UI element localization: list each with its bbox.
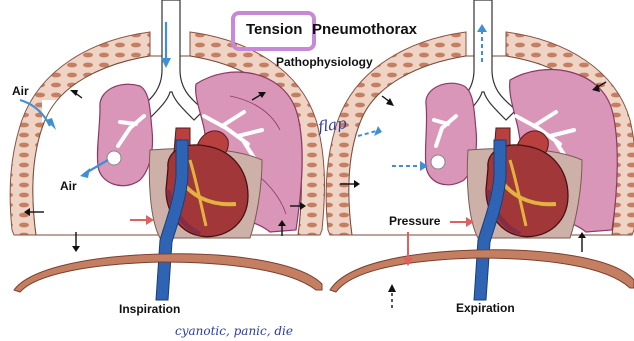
label-pressure: Pressure	[389, 214, 440, 228]
caption-expiration: Expiration	[456, 301, 515, 315]
title-word-tension: Tension	[246, 21, 302, 38]
title-word-pneumothorax: Pneumothorax	[312, 21, 417, 38]
handwritten-symptoms: cyanotic, panic, die	[175, 324, 293, 338]
inspiration-panel	[10, 0, 324, 300]
label-air-in: Air	[12, 84, 29, 98]
caption-inspiration: Inspiration	[119, 302, 180, 316]
flap-valve-right	[431, 155, 445, 169]
expiration-panel	[326, 0, 634, 308]
subtitle: Pathophysiology	[276, 55, 373, 69]
label-air-out: Air	[60, 179, 77, 193]
flap-valve-left	[107, 151, 121, 165]
